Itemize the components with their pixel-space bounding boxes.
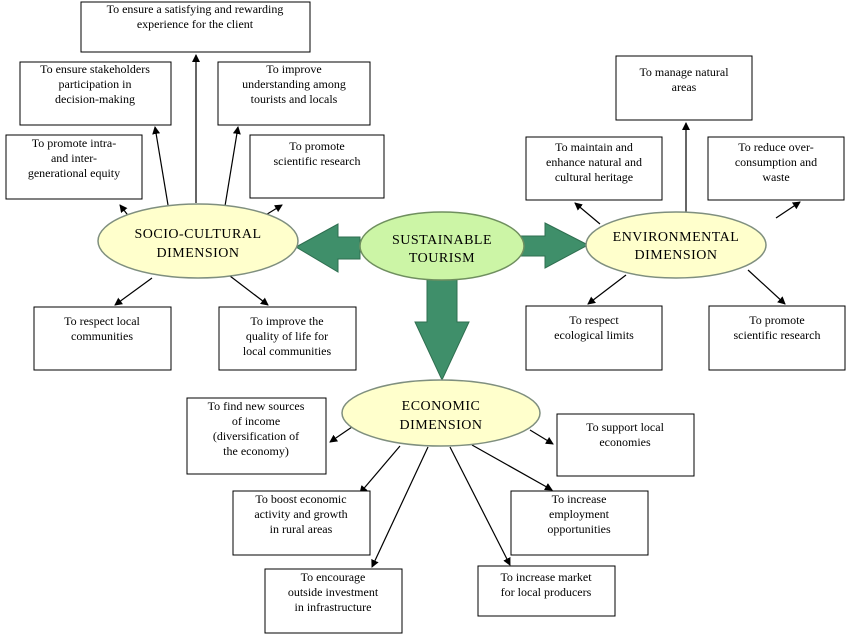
goal-reduce-overconsumption-line-3: waste [762, 170, 789, 184]
arrow-to-economic [414, 277, 470, 382]
goal-improve-understanding-line-1: To improve [266, 62, 321, 76]
goal-respect-ecological-limits-line-2: ecological limits [554, 328, 634, 342]
goal-increase-employment-line-1: To increase [552, 492, 607, 506]
goal-scientific-research-env-line-1: To promote [749, 313, 804, 327]
goal-reduce-overconsumption-line-1: To reduce over- [738, 140, 814, 154]
goal-quality-of-life-line-2: quality of life for [246, 329, 328, 343]
goal-scientific-research-sc-line-2: scientific research [274, 154, 361, 168]
goal-satisfying-experience-line-1: To ensure a satisfying and rewarding [107, 2, 284, 16]
arrow-econ-to-market [449, 446, 511, 566]
goal-quality-of-life-line-1: To improve the [250, 314, 323, 328]
goal-support-local-economies-line-1: To support local [586, 420, 664, 434]
goal-new-income-sources-line-4: the economy) [223, 444, 289, 458]
arrow-socio-to-quality [229, 275, 269, 306]
socio-cultural-label-2: DIMENSION [156, 246, 239, 261]
goal-encourage-investment-line-2: outside investment [288, 585, 379, 599]
goal-new-income-sources-line-1: To find new sources [208, 399, 305, 413]
goal-support-local-economies-line-2: economies [599, 435, 651, 449]
goal-stakeholder-participation-line-1: To ensure stakeholders [40, 62, 150, 76]
goal-encourage-investment-line-3: in infrastructure [295, 600, 372, 614]
arrow-to-environmental [519, 222, 590, 269]
goal-boost-rural-activity-line-3: in rural areas [270, 522, 333, 536]
arrow-econ-to-investment [371, 446, 429, 568]
economic-label-1: ECONOMIC [402, 399, 481, 414]
goal-improve-understanding-line-2: understanding among [242, 77, 346, 91]
arrow-econ-to-income [329, 426, 353, 443]
goal-encourage-investment-line-1: To encourage [301, 570, 366, 584]
goal-increase-market-line-2: for local producers [501, 585, 592, 599]
arrow-to-socio-cultural [294, 223, 361, 273]
arrow-socio-to-understanding [224, 126, 241, 207]
core-node: SUSTAINABLE TOURISM [359, 211, 525, 281]
arrow-socio-to-communities [114, 277, 153, 306]
goal-new-income-sources-line-3: (diversification of [213, 429, 299, 443]
goal-maintain-heritage-line-2: enhance natural and [546, 155, 642, 169]
goal-satisfying-experience-line-2: experience for the client [137, 17, 254, 31]
socio-cultural-label-1: SOCIO-CULTURAL [134, 227, 261, 242]
goal-scientific-research-sc-line-1: To promote [289, 139, 344, 153]
goal-generational-equity-line-2: and inter- [51, 151, 97, 165]
goal-stakeholder-participation-line-3: decision-making [55, 92, 135, 106]
goal-respect-communities-line-1: To respect local [64, 314, 140, 328]
goal-increase-employment-line-2: employment [549, 507, 610, 521]
economic-label-2: DIMENSION [399, 418, 482, 433]
goal-respect-ecological-limits-line-1: To respect [569, 313, 619, 327]
environmental-label-1: ENVIRONMENTAL [613, 230, 740, 245]
goal-new-income-sources-line-2: of income [232, 414, 280, 428]
goal-generational-equity-line-1: To promote intra- [32, 136, 116, 150]
arrow-econ-to-employment [471, 444, 553, 491]
goal-maintain-heritage-line-1: To maintain and [555, 140, 633, 154]
goal-stakeholder-participation-line-2: participation in [59, 77, 132, 91]
arrow-econ-to-local-economies [529, 429, 554, 445]
goal-scientific-research-env-line-2: scientific research [734, 328, 821, 342]
goal-generational-equity: To promote intra-and inter-generational … [5, 134, 143, 200]
arrow-env-to-overconsumption [775, 201, 801, 219]
arrow-socio-to-stakeholders [152, 126, 169, 206]
arrow-env-to-ecological [587, 274, 627, 305]
arrow-env-to-research [747, 269, 786, 305]
goal-generational-equity-line-3: generational equity [28, 166, 120, 180]
goal-reduce-overconsumption-line-2: consumption and [735, 155, 817, 169]
arrow-env-to-heritage [574, 202, 601, 225]
goal-satisfying-experience: To ensure a satisfying and rewardingexpe… [80, 1, 311, 53]
arrow-econ-to-rural [359, 445, 401, 494]
connector-arrows [114, 54, 801, 568]
goal-boost-rural-activity-line-2: activity and growth [254, 507, 347, 521]
core-label-2: TOURISM [409, 251, 475, 266]
goal-increase-market-line-1: To increase market [500, 570, 592, 584]
environmental-label-2: DIMENSION [634, 248, 717, 263]
goal-manage-natural-areas-line-2: areas [672, 80, 697, 94]
goal-boost-rural-activity-line-1: To boost economic [255, 492, 346, 506]
goal-increase-employment-line-3: opportunities [547, 522, 611, 536]
goal-quality-of-life-line-3: local communities [243, 344, 332, 358]
goal-manage-natural-areas-line-1: To manage natural [639, 65, 729, 79]
environmental-node: ENVIRONMENTAL DIMENSION [585, 211, 767, 279]
goal-maintain-heritage-line-3: cultural heritage [555, 170, 633, 184]
goal-respect-communities-line-2: communities [71, 329, 133, 343]
core-label-1: SUSTAINABLE [392, 233, 492, 248]
goal-improve-understanding-line-3: tourists and locals [251, 92, 338, 106]
economic-node: ECONOMIC DIMENSION [341, 379, 541, 447]
goal-boxes: To ensure a satisfying and rewardingexpe… [5, 1, 846, 634]
socio-cultural-node: SOCIO-CULTURAL DIMENSION [97, 203, 299, 279]
